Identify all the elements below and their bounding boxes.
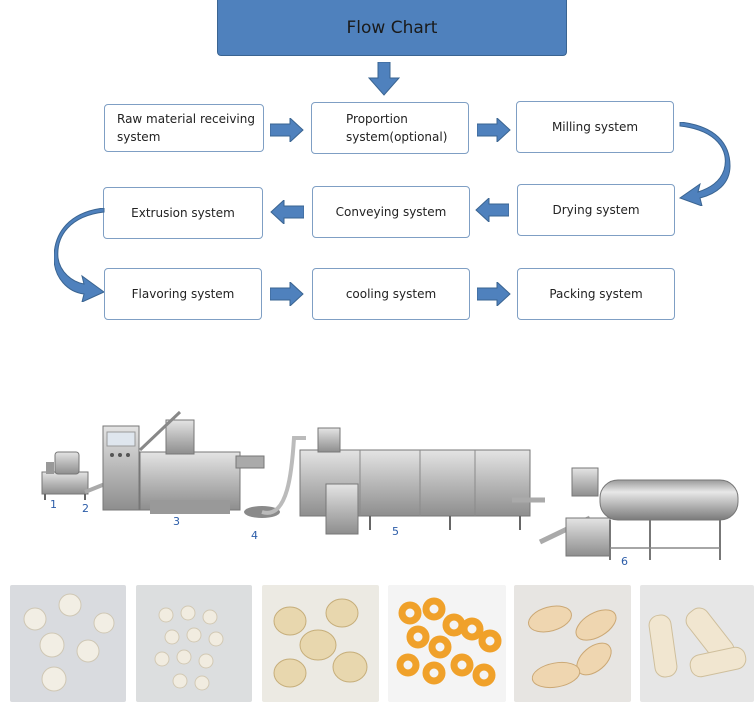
step-milling: Milling system [516,101,674,153]
right-arrow-icon [477,282,511,306]
machine-label-2: 2 [82,502,89,515]
feeder-conveyor [84,482,106,494]
right-arrow-icon [270,282,304,306]
step-proportion-line2: system(optional) [346,130,448,144]
step-proportion-line1: Proportion [346,112,408,126]
flavoring-drum [538,467,739,560]
machine-label-1: 1 [50,498,57,511]
product-photo-oval-puffs [514,585,631,702]
air-conveyor [244,436,306,518]
step-proportion: Proportion system(optional) [311,102,469,154]
curved-down-arrow-icon [54,208,105,302]
product-photo-flower-puffs [10,585,126,702]
step-raw-material: Raw material receiving system [104,104,264,152]
curved-down-arrow-icon [678,122,731,206]
extruder-machine [138,410,265,514]
step-extrusion: Extrusion system [103,187,263,239]
product-photo-ball-puffs [136,585,252,702]
step-raw-material-line1: Raw material receiving [117,112,255,126]
step-raw-material-line2: system [117,130,161,144]
step-conveying: Conveying system [312,186,470,238]
right-arrow-icon [270,118,304,142]
step-cooling: cooling system [312,268,470,320]
product-photo-ring-puffs [388,585,506,702]
machine-label-3: 3 [173,515,180,528]
machine-label-4: 4 [251,529,258,542]
mixer-machine [41,451,89,500]
right-arrow-icon [477,118,511,142]
step-flavoring: Flavoring system [104,268,262,320]
product-photo-tube-puffs [640,585,754,702]
product-photo-claw-puffs [262,585,379,702]
flow-chart-title: Flow Chart [217,0,567,56]
production-line-illustration [41,410,739,560]
left-arrow-icon [270,200,304,224]
left-arrow-icon [475,198,509,222]
step-packing: Packing system [517,268,675,320]
dryer-machine [299,427,545,535]
machine-label-6: 6 [621,555,628,568]
step-drying: Drying system [517,184,675,236]
control-cabinet [102,425,140,511]
down-arrow-icon [368,62,400,96]
machine-label-5: 5 [392,525,399,538]
